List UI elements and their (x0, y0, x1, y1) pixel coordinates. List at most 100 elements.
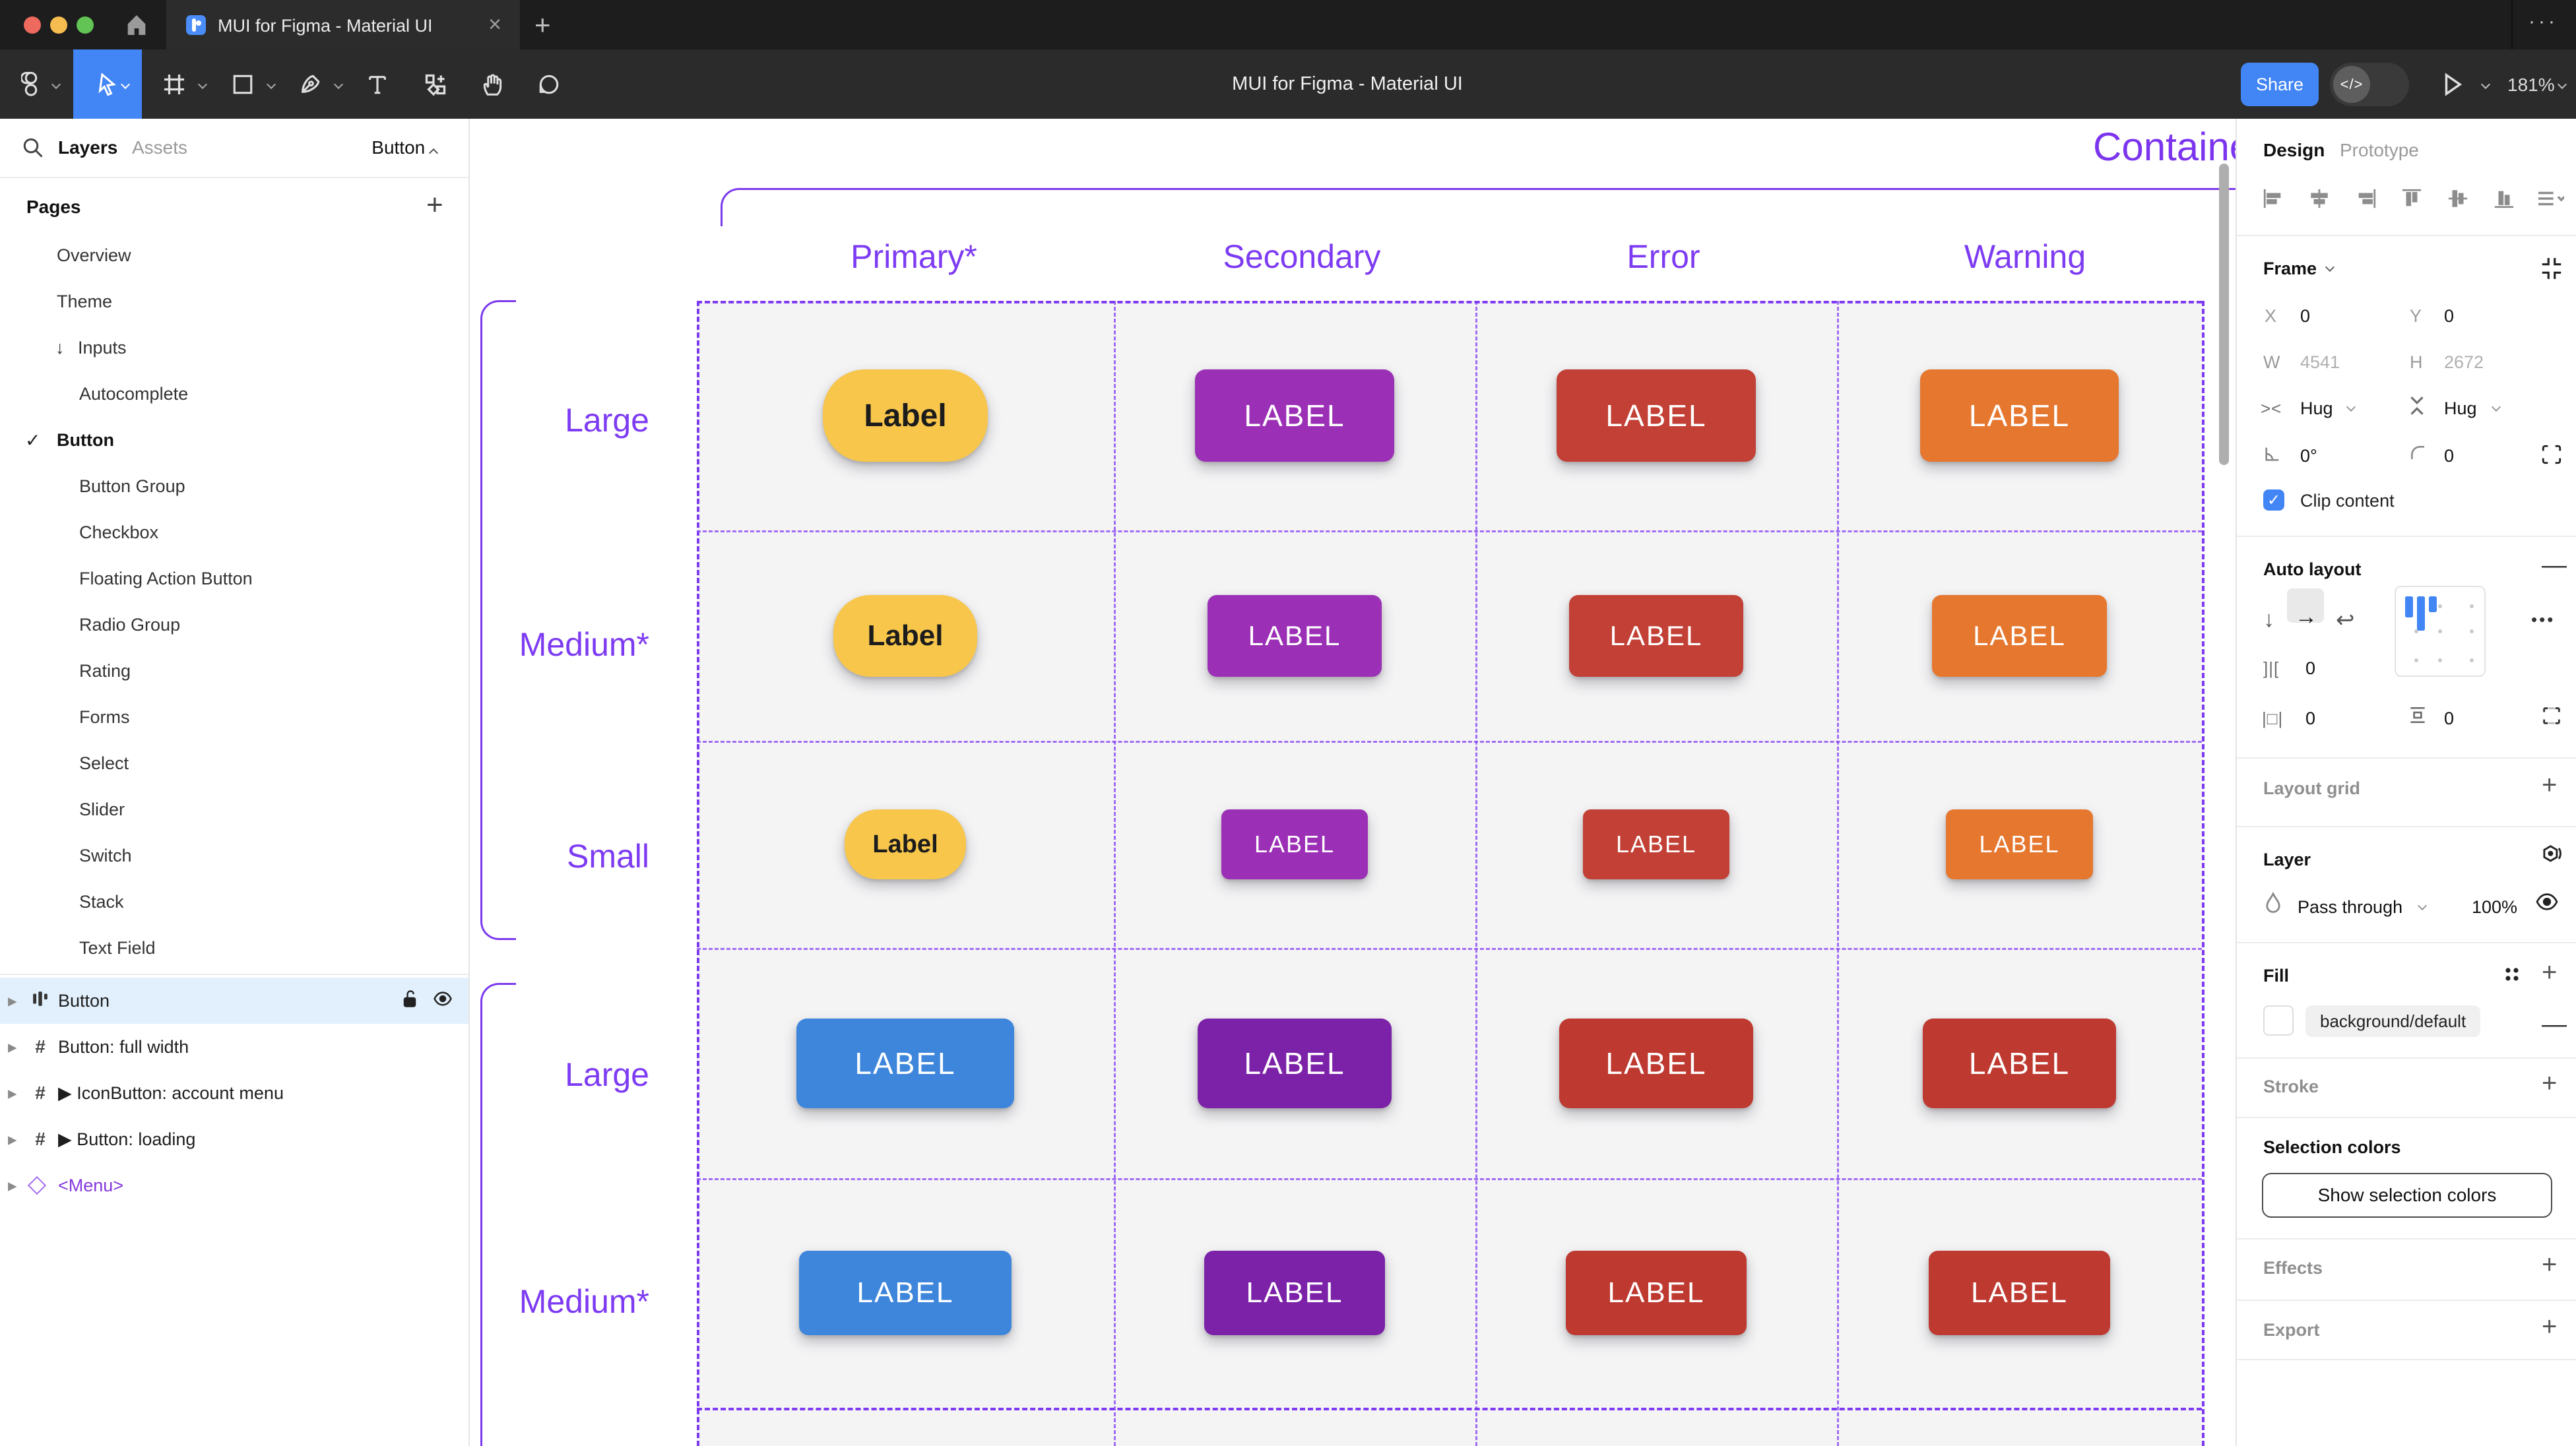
canvas-button[interactable]: LABEL (1946, 809, 2093, 879)
y-value[interactable]: 0 (2444, 306, 2455, 326)
main-menu-figma-icon[interactable] (13, 49, 49, 119)
home-icon[interactable] (123, 12, 150, 38)
canvas-button[interactable]: LABEL (1932, 594, 2107, 677)
expand-caret-icon[interactable]: ▸ (8, 1175, 17, 1195)
corner-radius-value[interactable]: 0 (2444, 446, 2455, 466)
canvas-button[interactable]: LABEL (796, 1018, 1014, 1108)
blend-mode-value[interactable]: Pass through (2298, 897, 2403, 917)
expand-caret-icon[interactable]: ▸ (8, 990, 17, 1011)
add-stroke-icon[interactable]: + (2542, 1069, 2558, 1098)
window-close-button[interactable] (24, 16, 41, 34)
canvas-button[interactable]: LABEL (798, 1251, 1012, 1335)
remove-auto-layout-icon[interactable]: — (2542, 551, 2567, 579)
add-export-icon[interactable]: + (2542, 1312, 2558, 1341)
lock-open-icon[interactable] (401, 989, 418, 1013)
align-vertical-center-icon[interactable] (2447, 187, 2469, 214)
layer-row-button[interactable]: ▸ Button (0, 978, 468, 1024)
page-item-radio-group[interactable]: Radio Group (79, 614, 181, 635)
canvas-button[interactable]: LABEL (1582, 809, 1730, 879)
shape-tool-icon[interactable] (224, 49, 261, 119)
canvas-button[interactable]: LABEL (1204, 1251, 1386, 1335)
individual-padding-icon[interactable] (2540, 705, 2563, 732)
page-item-slider[interactable]: Slider (79, 799, 125, 819)
canvas-button[interactable]: Label (823, 369, 988, 462)
blend-chevron-icon[interactable] (2417, 900, 2428, 911)
fill-color-swatch[interactable] (2263, 1005, 2294, 1036)
hug-vertical-value[interactable]: Hug (2444, 398, 2477, 418)
tab-layers[interactable]: Layers (58, 137, 118, 158)
alignment-grid[interactable] (2395, 586, 2486, 677)
page-item-theme[interactable]: Theme (57, 291, 113, 311)
expand-caret-icon[interactable]: ▸ (8, 1083, 17, 1103)
text-tool-icon[interactable] (359, 49, 396, 119)
tab-assets[interactable]: Assets (132, 137, 188, 158)
canvas-button[interactable]: LABEL (1929, 1251, 2110, 1335)
w-value[interactable]: 4541 (2300, 352, 2340, 372)
page-item-fab[interactable]: Floating Action Button (79, 568, 253, 588)
layer-row-button-loading[interactable]: ▸ # ▶ Button: loading (8, 1129, 196, 1149)
hug-v-chevron-icon[interactable] (2491, 402, 2501, 412)
frame-tool-chevron-icon[interactable] (197, 79, 208, 90)
page-item-button[interactable]: ✓ Button (25, 429, 114, 451)
clip-content-checkbox[interactable]: ✓ (2263, 489, 2284, 511)
align-left-icon[interactable] (2262, 187, 2284, 214)
canvas-button[interactable]: LABEL (1919, 369, 2119, 462)
dev-mode-toggle[interactable]: </> (2330, 63, 2409, 106)
canvas-button[interactable]: LABEL (1922, 1018, 2117, 1108)
add-page-button[interactable]: + (426, 189, 443, 221)
align-right-icon[interactable] (2355, 187, 2377, 214)
layer-row-button-full-width[interactable]: ▸ # Button: full width (8, 1036, 189, 1057)
page-selector[interactable]: Button (371, 137, 439, 158)
fill-token-chip[interactable]: background/default (2305, 1005, 2481, 1037)
page-item-switch[interactable]: Switch (79, 845, 132, 865)
page-item-inputs[interactable]: ↓ Inputs (55, 337, 127, 358)
add-layout-grid-icon[interactable]: + (2542, 770, 2558, 800)
wrap-icon[interactable]: ↩ (2336, 608, 2355, 633)
independent-corners-icon[interactable] (2540, 443, 2563, 470)
canvas-button[interactable]: LABEL (1568, 594, 1744, 677)
x-value[interactable]: 0 (2300, 306, 2311, 326)
canvas-button[interactable]: LABEL (1198, 1018, 1392, 1108)
present-chevron-icon[interactable] (2480, 79, 2491, 90)
expand-caret-icon[interactable]: ▸ (8, 1129, 17, 1149)
frame-chevron-icon[interactable] (2325, 262, 2335, 272)
pen-tool-icon[interactable] (292, 49, 329, 119)
horizontal-padding-value[interactable]: 0 (2305, 708, 2316, 728)
hand-tool-icon[interactable] (474, 49, 511, 119)
show-selection-colors-button[interactable]: Show selection colors (2262, 1173, 2552, 1218)
add-effect-icon[interactable]: + (2542, 1250, 2558, 1279)
hug-h-chevron-icon[interactable] (2346, 402, 2356, 412)
vertical-padding-value[interactable]: 0 (2444, 708, 2455, 728)
page-item-checkbox[interactable]: Checkbox (79, 522, 159, 542)
visibility-eye-icon[interactable] (433, 990, 453, 1012)
page-item-rating[interactable]: Rating (79, 660, 131, 681)
page-item-stack[interactable]: Stack (79, 891, 124, 912)
frame-tool-icon[interactable] (156, 49, 193, 119)
fill-styles-icon[interactable] (2502, 964, 2522, 989)
page-item-button-group[interactable]: Button Group (79, 476, 185, 496)
tab-prototype[interactable]: Prototype (2340, 140, 2419, 160)
align-horizontal-center-icon[interactable] (2308, 187, 2331, 214)
layer-visibility-eye-icon[interactable] (2535, 892, 2559, 916)
collapse-panel-icon[interactable] (2539, 256, 2564, 286)
tab-close-icon[interactable]: × (488, 12, 501, 37)
move-tool-button[interactable] (73, 49, 142, 119)
layer-row-iconbutton-account-menu[interactable]: ▸ # ▶ IconButton: account menu (8, 1083, 284, 1103)
page-item-select[interactable]: Select (79, 753, 129, 773)
auto-layout-more-icon[interactable]: ••• (2531, 610, 2556, 629)
add-fill-icon[interactable]: + (2542, 958, 2558, 987)
layer-row-menu[interactable]: ▸ <Menu> (8, 1175, 124, 1195)
rotation-value[interactable]: 0° (2300, 446, 2317, 466)
canvas-button[interactable]: LABEL (1557, 369, 1756, 462)
frame-section-header[interactable]: Frame (2263, 259, 2317, 278)
present-icon[interactable] (2441, 72, 2464, 100)
pen-tool-chevron-icon[interactable] (333, 79, 344, 90)
page-item-autocomplete[interactable]: Autocomplete (79, 383, 189, 404)
file-tab[interactable]: MUI for Figma - Material UI × (166, 0, 520, 49)
page-item-overview[interactable]: Overview (57, 245, 131, 265)
canvas[interactable]: Contained Primary* Secondary Error Warni… (470, 119, 2236, 1446)
search-icon[interactable] (21, 136, 45, 163)
expand-caret-icon[interactable]: ▸ (8, 1036, 17, 1057)
actions-tool-icon[interactable] (417, 49, 454, 119)
direction-horizontal-icon[interactable]: → (2295, 604, 2317, 629)
